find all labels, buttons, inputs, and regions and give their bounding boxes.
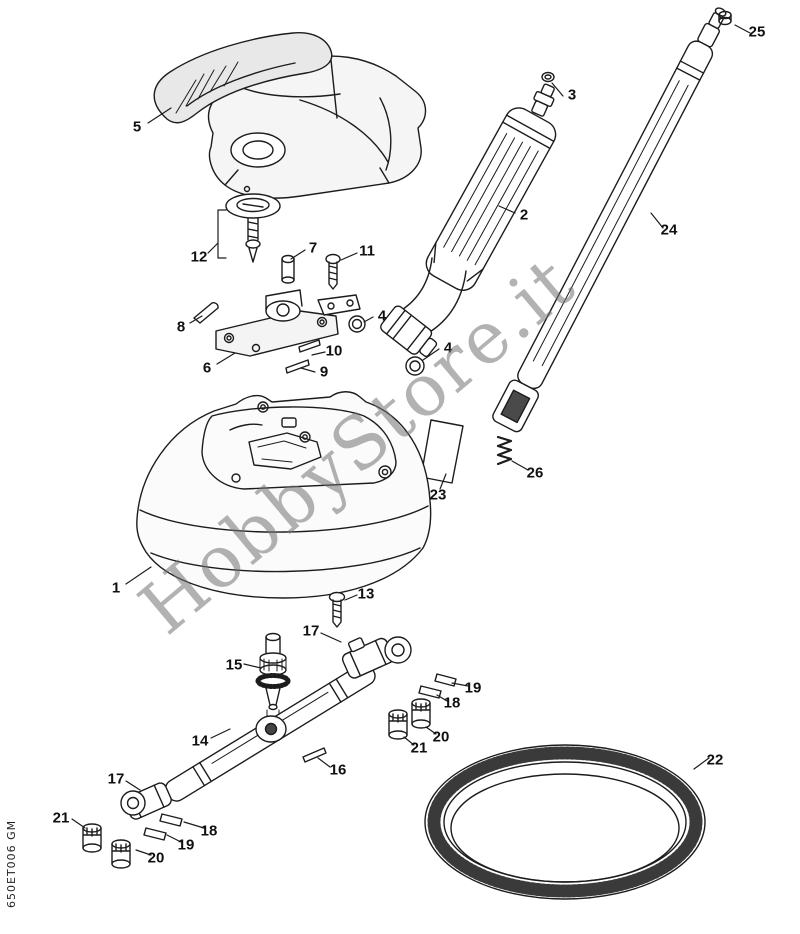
arm-14 [164, 662, 376, 802]
clip-18b [159, 813, 183, 827]
pin-10 [298, 339, 321, 353]
part-label-21b: 21 [52, 809, 70, 827]
handle-grip-5 [153, 32, 333, 124]
part-label-22: 22 [706, 751, 724, 769]
part-label-12: 12 [190, 248, 208, 266]
part-label-14: 14 [191, 732, 209, 750]
part-label-16: 16 [329, 761, 347, 779]
part-label-9: 9 [319, 363, 329, 381]
part-label-10: 10 [325, 342, 343, 360]
manifold-6 [215, 289, 361, 357]
o-ring-3 [541, 71, 555, 83]
cap-21b [82, 823, 102, 853]
ring-22 [424, 744, 706, 900]
part-label-11: 11 [359, 242, 375, 260]
document-code: 650ET006 GM [5, 819, 18, 908]
cap-20b [111, 839, 131, 869]
screw-13 [328, 591, 346, 628]
pin-7 [281, 254, 295, 284]
nozzle-holder-17b [120, 782, 172, 820]
part-label-8: 8 [176, 318, 186, 336]
nozzle-holder-17a [341, 636, 412, 679]
part-label-2: 2 [519, 206, 529, 224]
part-label-24: 24 [660, 221, 678, 239]
part-label-19b: 19 [177, 836, 195, 854]
part-label-18a: 18 [443, 694, 461, 712]
part-label-7: 7 [308, 239, 318, 257]
cap-12 [225, 193, 281, 263]
part-label-15: 15 [225, 656, 243, 674]
part-label-6: 6 [202, 359, 212, 377]
clip-18a [418, 685, 442, 699]
spring-26 [496, 435, 513, 466]
screw-11 [325, 253, 341, 290]
clip-8 [193, 302, 219, 324]
o-ring-4b [405, 356, 425, 376]
cap-21a [388, 709, 408, 740]
part-label-1: 1 [111, 579, 121, 597]
part-label-25: 25 [748, 23, 766, 41]
clip-19a [434, 673, 457, 687]
part-label-5: 5 [132, 118, 142, 136]
cap-20a [411, 698, 431, 729]
part-label-23: 23 [429, 486, 447, 504]
o-ring-4a [348, 315, 366, 333]
nut-25 [718, 10, 732, 26]
part-label-18b: 18 [200, 822, 218, 840]
leader-lines [71, 24, 751, 856]
clip-19b [143, 827, 167, 841]
deck-1 [136, 391, 432, 599]
lance-24 [492, 7, 727, 433]
plate-23 [420, 419, 464, 484]
part-label-4a: 4 [377, 307, 387, 325]
part-label-20a: 20 [432, 728, 450, 746]
part-label-21a: 21 [410, 739, 428, 757]
valve-15 [255, 632, 291, 718]
part-label-3: 3 [567, 86, 577, 104]
housing-cover [208, 55, 427, 199]
pin-16 [302, 747, 327, 763]
part-label-4b: 4 [443, 339, 453, 357]
part-label-26: 26 [526, 464, 544, 482]
gun-handle-2 [380, 83, 557, 358]
pin-9 [285, 359, 310, 374]
part-label-13: 13 [357, 585, 375, 603]
part-label-17a: 17 [302, 622, 320, 640]
part-label-19a: 19 [464, 679, 482, 697]
part-label-17b: 17 [107, 770, 125, 788]
part-label-20b: 20 [147, 849, 165, 867]
